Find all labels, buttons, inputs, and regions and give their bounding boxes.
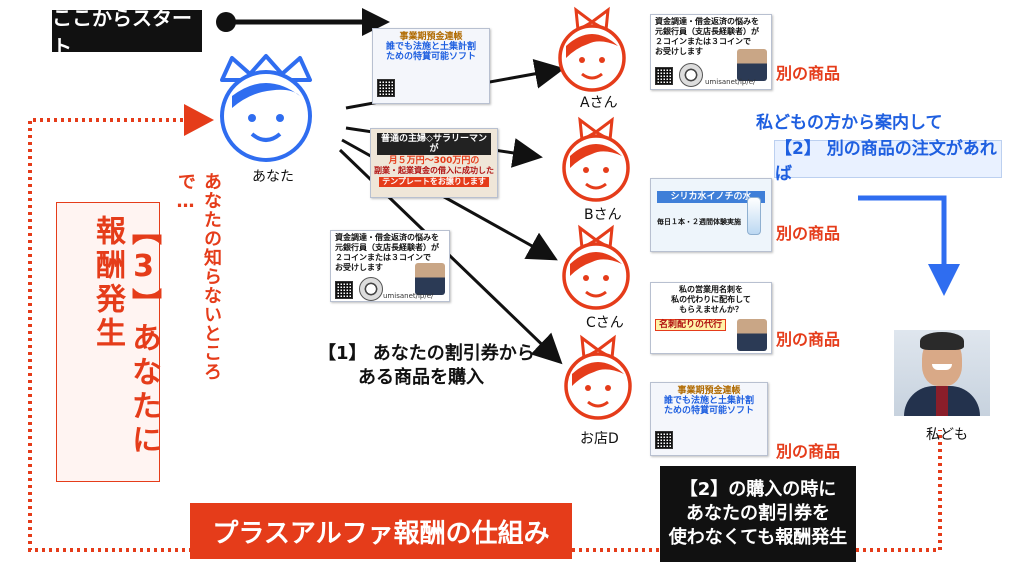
person-photo-icon: [415, 263, 445, 295]
you-label: あなた: [252, 169, 294, 185]
our-photo: [894, 330, 990, 416]
coupon-finance-left-line2: 元銀行員（支店長経験者）が: [335, 243, 439, 252]
reward-loop: [28, 118, 942, 552]
person-photo-icon: [737, 319, 767, 351]
coupon-water-b: シリカ水イノチの水 毎日１本・２週間体験実施: [650, 178, 772, 252]
us-label: 私ども: [926, 427, 968, 443]
coupon-funding-top-sub1: 誰でも法施と土集計割: [385, 42, 476, 52]
step1-text: 【1】 あなたの割引券から ある商品を購入: [318, 342, 535, 390]
coupon-finance-a-line4: お受けします: [655, 47, 703, 56]
coupon-funding-top: 事業期預金連帳 誰でも法施と土集計割 ための特賞可能ソフト: [372, 28, 490, 104]
coupon-template-line3: 副業・起業資金の借入に成功した: [374, 166, 494, 175]
coupon-card-c: 私の営業用名刺を 私の代わりに配布して もらえませんか？ 名刺配りの代行: [650, 282, 772, 354]
unknown-place-text: あなたの知らないところで…: [175, 172, 222, 381]
step3-text: あなたに報酬発生: [90, 215, 161, 458]
coin-stamp-icon: [679, 63, 703, 87]
coupon-funding-d-sub2: ための特賞可能ソフト: [663, 406, 754, 416]
step2-box: 【2】の購入の時に あなたの割引券を 使わなくても報酬発生: [660, 466, 856, 562]
customer-b-label: Bさん: [584, 207, 622, 223]
order-condition-box: 【2】 別の商品の注文があれば: [774, 139, 1002, 184]
coupon-funding-d-head: 事業期預金連帳: [677, 386, 741, 396]
plus-alpha-title: プラスアルファ報酬の仕組み: [190, 503, 572, 559]
coupon-finance-a-line2: 元銀行員（支店長経験者）が: [655, 27, 759, 36]
customer-a-face-icon: [558, 6, 626, 92]
coupon-template-line2: 月５万円～300万円の: [388, 156, 480, 166]
customer-c-label: Cさん: [586, 315, 624, 331]
step1-line2: ある商品を購入: [358, 367, 484, 388]
other-product-label-b: 別の商品: [776, 224, 841, 243]
coupon-finance-left-line3: ２コインまたは３コインで: [335, 253, 431, 262]
coupon-finance-left: 資金調達・借金返済の悩みを 元銀行員（支店長経験者）が ２コインまたは３コインで…: [330, 230, 450, 302]
step2-line2: あなたの割引券を: [686, 503, 830, 524]
shop-d-face-icon: [564, 334, 632, 420]
coupon-template-line4: テンプレートをお譲りします: [379, 177, 489, 187]
coupon-water-line1: シリカ水イノチの水: [657, 191, 765, 203]
coupon-finance-a-line3: ２コインまたは３コインで: [655, 37, 751, 46]
coupon-card-line1: 私の営業用名刺を: [679, 285, 743, 294]
guide-text: 私どもの方から案内して: [756, 113, 943, 133]
coin-stamp-icon: [359, 277, 383, 301]
you-face-icon: [220, 54, 312, 162]
coupon-finance-left-url: umisanet/lp/e/: [383, 292, 434, 300]
customer-c-face-icon: [562, 224, 630, 310]
coupon-funding-d: 事業期預金連帳 誰でも法施と土集計割 ための特賞可能ソフト: [650, 382, 768, 456]
coupon-funding-top-sub2: ための特賞可能ソフト: [385, 52, 476, 62]
step2-line1: 【2】の購入の時に: [679, 479, 837, 500]
start-label: ここからスタート: [52, 6, 202, 59]
coupon-funding-top-head: 事業期預金連帳: [399, 32, 463, 42]
reward-loop-arrow-head: [184, 104, 214, 136]
person-photo-icon: [737, 49, 767, 81]
shop-d-label: お店D: [580, 431, 619, 447]
coupon-finance-a: 資金調達・借金返済の悩みを 元銀行員（支店長経験者）が ２コインまたは３コインで…: [650, 14, 772, 90]
other-product-label-a: 別の商品: [776, 64, 841, 83]
coupon-finance-a-line1: 資金調達・借金返済の悩みを: [655, 17, 759, 26]
order-flow-arrow: [858, 195, 947, 266]
other-product-label-d: 別の商品: [776, 442, 841, 461]
coupon-template-line1: 普通の主婦◇サラリーマンが: [377, 133, 491, 155]
coupon-finance-left-line4: お受けします: [335, 263, 383, 272]
order-flow-arrow-head: [928, 264, 960, 296]
qr-code-icon: [335, 281, 353, 299]
coupon-finance-a-url: umisanet/lp/e/: [705, 78, 756, 86]
customer-a-label: Aさん: [580, 95, 618, 111]
coupon-funding-d-sub1: 誰でも法施と土集計割: [663, 396, 754, 406]
other-product-label-c: 別の商品: [776, 330, 841, 349]
qr-code-icon: [377, 79, 395, 97]
qr-code-icon: [655, 431, 673, 449]
coupon-card-line3: もらえませんか？: [679, 305, 743, 314]
coupon-card-line4: 名刺配りの代行: [655, 319, 727, 331]
step1-line1: 【1】 あなたの割引券から: [318, 343, 535, 364]
coupon-finance-left-line1: 資金調達・借金返済の悩みを: [335, 233, 439, 242]
water-bottle-icon: [747, 197, 761, 235]
coupon-water-line2: 毎日１本・２週間体験実施: [657, 218, 741, 226]
step2-line3: 使わなくても報酬発生: [668, 527, 848, 548]
step3-box: 【3】あなたに報酬発生: [56, 202, 161, 482]
step3-number: 【3】: [126, 215, 161, 322]
start-arrow-head: [362, 8, 390, 36]
qr-code-icon: [655, 67, 673, 85]
coupon-template: 普通の主婦◇サラリーマンが 月５万円～300万円の 副業・起業資金の借入に成功し…: [370, 128, 498, 198]
customer-b-face-icon: [562, 116, 630, 202]
coupon-card-line2: 私の代わりに配布して: [671, 295, 751, 304]
